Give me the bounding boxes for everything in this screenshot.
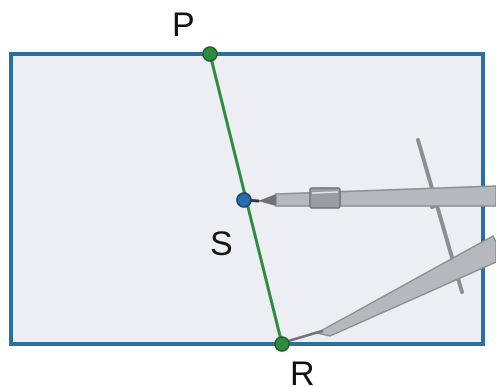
- label-s: S: [210, 225, 233, 263]
- point-r: [274, 336, 290, 352]
- label-p: P: [172, 6, 195, 44]
- point-p: [202, 46, 218, 62]
- pencil-icon: [244, 185, 496, 209]
- point-s: [236, 192, 252, 208]
- label-r: R: [290, 355, 315, 387]
